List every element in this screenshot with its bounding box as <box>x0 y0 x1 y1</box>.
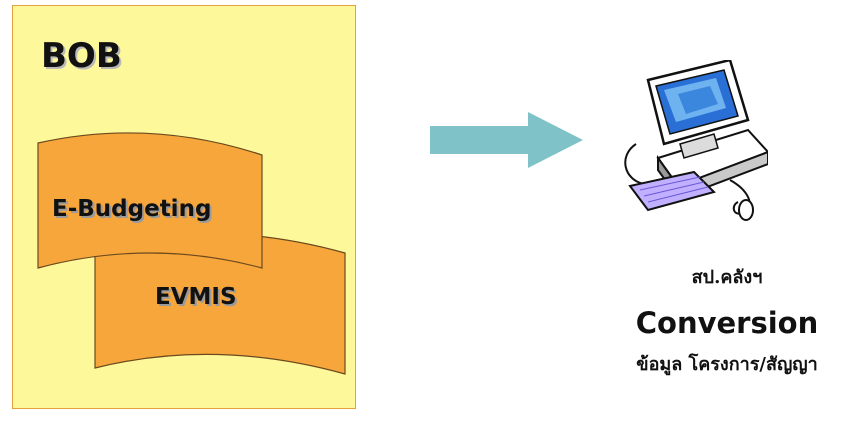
target-subtitle: ข้อมูล โครงการ/สัญญา <box>636 354 818 375</box>
target-title: Conversion <box>635 306 819 340</box>
right-arrow-icon <box>430 112 583 168</box>
panel-title: BOB <box>41 36 122 76</box>
e-budgeting-label: E-Budgeting <box>52 196 212 222</box>
target-org-label: สป.คลังฯ <box>691 267 763 288</box>
e-budgeting-document-icon <box>37 132 263 269</box>
computer-icon <box>624 60 768 221</box>
evmis-label: EVMIS <box>155 284 237 310</box>
documents-graphic <box>37 132 346 375</box>
